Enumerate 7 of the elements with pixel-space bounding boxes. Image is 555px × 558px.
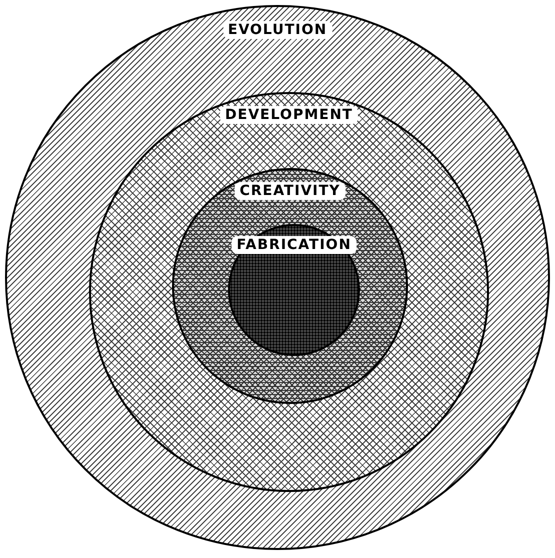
hatched-circle	[89, 92, 489, 492]
ring-label: FABRICATION	[232, 236, 356, 254]
ring-label: EVOLUTION	[222, 21, 332, 39]
hatched-circle	[172, 168, 408, 404]
ring-label: CREATIVITY	[234, 182, 346, 200]
hatched-circle	[228, 224, 360, 356]
ring-label: DEVELOPMENT	[220, 106, 358, 124]
